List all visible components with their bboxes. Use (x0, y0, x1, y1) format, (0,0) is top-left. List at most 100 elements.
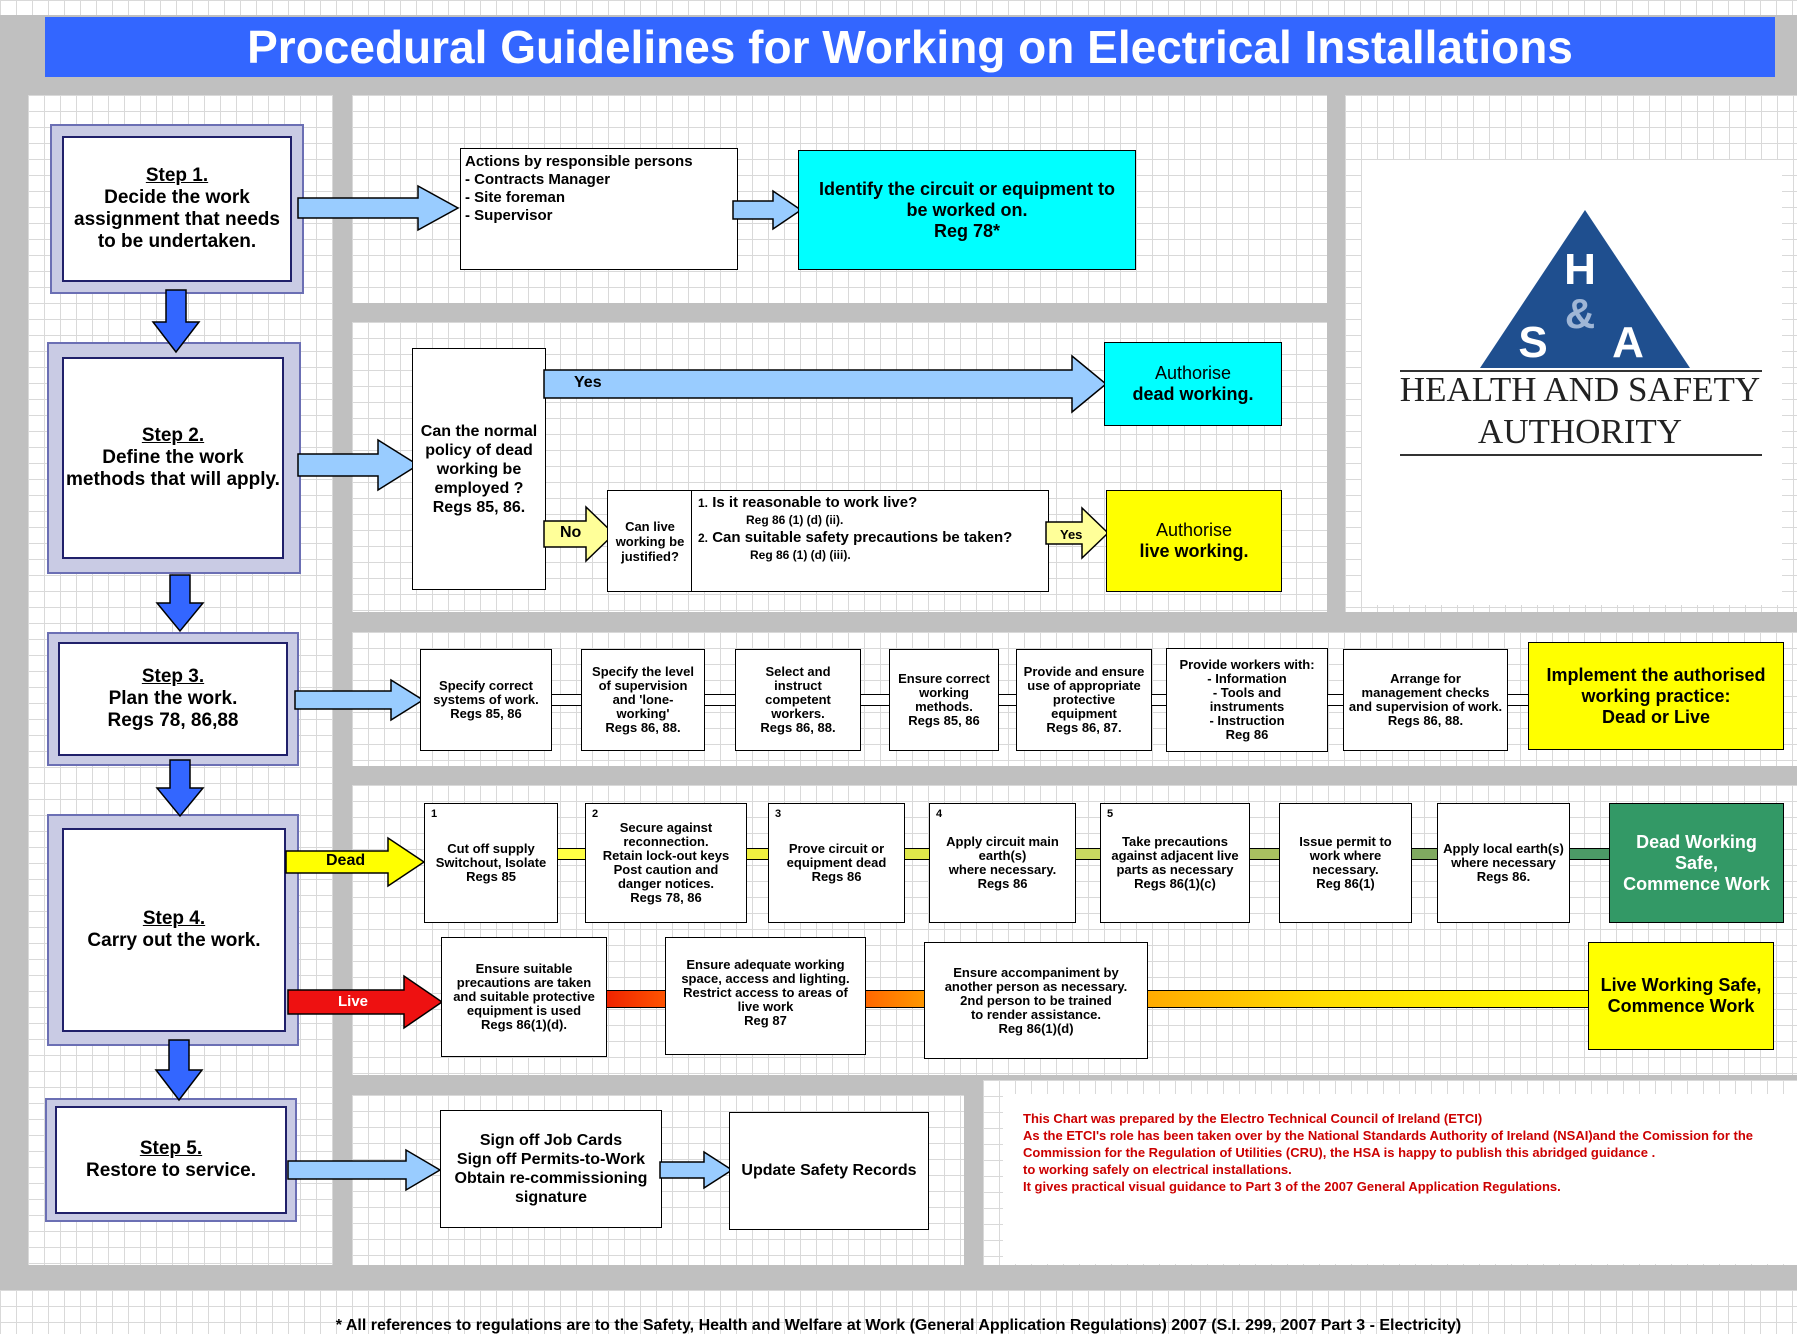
dead4-number: 4 (936, 808, 943, 820)
signoff-line4: signature (514, 1189, 587, 1206)
band-footer (0, 1290, 1797, 1334)
plan5-line4: equipment (1051, 706, 1117, 721)
dead2-line6: Regs 78, 86 (630, 890, 702, 905)
q1-text: Is it reasonable to work live? (712, 494, 918, 511)
down-arrow-3 (155, 759, 205, 818)
identify-line1: Identify the circuit or equipment to (818, 178, 1115, 199)
arrow-step2-to-question (297, 438, 420, 492)
yes-label: Yes (574, 374, 602, 391)
live1-line5: Regs 86(1)(d). (481, 1017, 567, 1032)
live-safe-line1: Live Working Safe, (1600, 975, 1762, 995)
no-label: No (560, 524, 582, 541)
dead2-line5: danger notices. (617, 876, 715, 891)
down-arrow-1 (151, 289, 201, 354)
live3-line2: another person as necessary. (944, 978, 1128, 994)
live2-line5: Reg 87 (744, 1013, 787, 1028)
dead2-number: 2 (592, 808, 599, 820)
dead6-line3: necessary. (1312, 862, 1379, 877)
identify-line2: be worked on. (906, 199, 1028, 220)
dead-label: Dead (326, 852, 366, 869)
live-connector-2 (864, 990, 926, 1008)
dead3-line3: Regs 86 (811, 869, 862, 884)
authorise-dead-box: Authorise dead working. (1104, 342, 1282, 426)
update-records-label: Update Safety Records (741, 1162, 917, 1179)
live2-line3: Restrict access to areas of (683, 985, 848, 1000)
logo-letter-h: H (1564, 245, 1596, 294)
plan5-line5: Regs 86, 87. (1046, 720, 1122, 735)
plan-item-7: Arrange for management checks and superv… (1343, 649, 1508, 751)
plan6-line6: Reg 86 (1225, 727, 1269, 742)
live3-line1: Ensure accompaniment by (953, 964, 1119, 980)
question-line2: policy of dead (425, 441, 533, 459)
actions-box: Actions by responsible persons - Contrac… (460, 148, 738, 270)
dead1-line3: Regs 85 (466, 869, 516, 884)
auth-live-line2: live working. (1139, 541, 1249, 561)
logo-text-line1: HEALTH AND SAFETY (1399, 370, 1761, 409)
dead-connector-3 (903, 848, 930, 860)
plan7-line2: management checks (1361, 685, 1490, 700)
plan4-line1: Ensure correct (898, 671, 990, 686)
plan6-line3: - Tools and (1212, 685, 1282, 700)
dead-arrow (285, 836, 426, 888)
plan2-line4: working' (616, 706, 670, 721)
dead4-line4: Regs 86 (977, 876, 1028, 891)
live1-line2: precautions are taken (456, 975, 592, 990)
dead-connector-1 (555, 848, 585, 860)
etci-note: This Chart was prepared by the Electro T… (1003, 1094, 1797, 1264)
dead7-line1: Apply local earth(s) (1443, 841, 1564, 856)
step1-line1: Decide the work (104, 187, 250, 208)
logo-rule-top (1400, 370, 1762, 372)
dead2-line2: reconnection. (623, 834, 709, 849)
question-line4: employed ? (434, 479, 524, 497)
plan3-line5: Regs 86, 88. (760, 720, 836, 735)
live-step-3: Ensure accompaniment by another person a… (924, 942, 1148, 1059)
step2-number: Step 2. (141, 425, 205, 446)
dead-step-7: Apply local earth(s) where necessary Reg… (1437, 803, 1570, 923)
plan4-line2: working (919, 685, 969, 700)
plan-item-6: Provide workers with: - Information - To… (1166, 648, 1328, 752)
step1-box: Step 1. Decide the work assignment that … (62, 136, 292, 282)
yes-arrow-dead (543, 354, 1108, 414)
dead-policy-question-box: Can the normal policy of dead working be… (412, 348, 546, 590)
note-line4: to working safely on electrical installa… (1023, 1162, 1292, 1177)
plan6-line5: - Instruction (1209, 713, 1285, 728)
actions-title: Actions by responsible persons (465, 153, 693, 170)
plan3-line2: instruct (774, 678, 822, 693)
plan-item-3: Select and instruct competent workers. R… (735, 649, 861, 751)
question-line3: working be (436, 460, 522, 478)
live-safe-box: Live Working Safe, Commence Work (1588, 942, 1774, 1050)
question-line1: Can the normal (420, 422, 538, 440)
plan7-line4: Regs 86, 88. (1387, 713, 1464, 728)
footer-note: * All references to regulations are to t… (335, 1317, 1462, 1334)
question-line5: Regs 85, 86. (432, 498, 526, 516)
dead5-line2: against adjacent live (1111, 848, 1239, 863)
step2-line1: Define the work (102, 447, 244, 468)
plan2-line2: of supervision (598, 678, 688, 693)
plan2-line5: Regs 86, 88. (605, 720, 681, 735)
dead-connector-7 (1568, 848, 1610, 860)
dead-connector-5 (1248, 848, 1280, 860)
plan-item-1: Specify correct systems of work. Regs 85… (420, 649, 552, 751)
implement-box: Implement the authorised working practic… (1528, 642, 1784, 750)
plan1-line2: systems of work. (433, 692, 539, 707)
step5-line1: Restore to service. (85, 1160, 257, 1181)
live2-line4: live work (737, 999, 794, 1014)
live1-line3: and suitable protective (453, 989, 595, 1004)
auth-dead-line2: dead working. (1132, 384, 1254, 404)
live-connector-1 (605, 990, 667, 1008)
q1-reg: Reg 86 (1) (d) (ii). (746, 513, 844, 527)
plan7-line3: and supervision of work. (1348, 699, 1503, 714)
q2-number: 2. (698, 531, 709, 545)
arrow-signoff-to-update (659, 1150, 734, 1190)
live3-line4: to render assistance. (970, 1006, 1102, 1022)
note-line2: As the ETCI's role has been taken over b… (1023, 1128, 1753, 1143)
step1-line3: to be undertaken. (97, 231, 257, 252)
actions-item3: - Supervisor (465, 207, 553, 224)
live3-line5: Reg 86(1)(d) (998, 1020, 1074, 1036)
step4-line1: Carry out the work. (87, 930, 261, 951)
plan3-line1: Select and (765, 664, 831, 679)
plan2-line1: Specify the level (592, 664, 694, 679)
dead4-line3: where necessary. (948, 862, 1057, 877)
implement-line1: Implement the authorised (1546, 664, 1766, 685)
live-label: Live (338, 993, 369, 1010)
